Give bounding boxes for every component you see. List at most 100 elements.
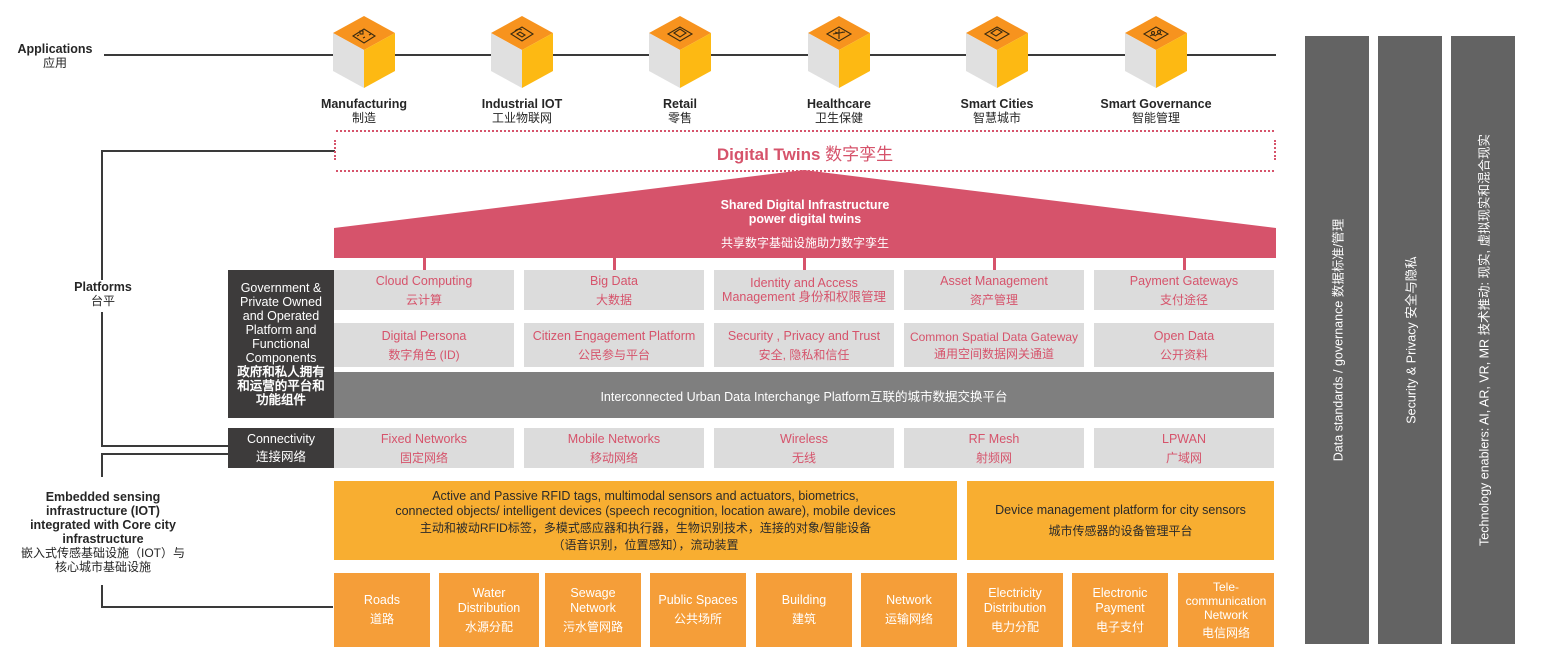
side-bar-security-privacy: Security & Privacy 安全与隐私	[1378, 36, 1442, 644]
connectivity-lpwan: LPWAN 广域网	[1094, 428, 1274, 468]
infra-zh: 公共场所	[673, 612, 722, 626]
people-icon	[1125, 16, 1187, 88]
gov-zh-1: 政府和私人拥有	[237, 365, 325, 379]
cell-en: Digital Persona	[381, 328, 467, 343]
infra-zh: 电力分配	[990, 619, 1039, 634]
infra-en: Building	[781, 593, 827, 607]
digital-twins-zh: 数字孪生	[825, 145, 894, 164]
infra-zh: 电子支付	[1095, 619, 1144, 634]
layer-label-platforms: Platforms 台平	[58, 280, 148, 308]
application-name: Industrial IOT	[481, 97, 563, 111]
infra-water-distribution: Water Distribution 水源分配	[439, 573, 539, 647]
cell-en: Citizen Engagement Platform	[532, 328, 696, 343]
infra-zh: 建筑	[791, 612, 816, 626]
cell-zh: 云计算	[405, 292, 442, 307]
application-name: Retail	[662, 97, 698, 111]
cell-zh: 无线	[791, 450, 816, 465]
cell-zh: 射频网	[975, 450, 1012, 465]
sensors-line-1: Active and Passive RFID tags, multimodal…	[432, 488, 859, 503]
gov-en-1: Government &	[240, 281, 322, 295]
gov-en-4: Platform and	[245, 323, 317, 337]
cell-en: Wireless	[780, 431, 828, 446]
cell-en: LPWAN	[1162, 431, 1206, 446]
cell-zh: 数字角色 (ID)	[388, 347, 460, 362]
cell-en: Fixed Networks	[380, 431, 468, 446]
platform-digital-persona: Digital Persona 数字角色 (ID)	[334, 323, 514, 367]
device-mgmt-en: Device management platform for city sens…	[995, 502, 1246, 517]
infra-en: Water Distribution	[457, 585, 521, 615]
infra-zh: 运输网络	[884, 612, 933, 626]
device-management-box: Device management platform for city sens…	[967, 481, 1274, 560]
factory-icon	[333, 16, 395, 88]
cell-en: Big Data	[590, 273, 638, 288]
infra-building: Building 建筑	[756, 573, 852, 647]
layer-label-embedded: Embedded sensing infrastructure (IOT) in…	[10, 490, 196, 574]
gov-zh-3: 功能组件	[255, 393, 306, 407]
side-bar-data-standards: Data standards / governance 数据标准/管理	[1305, 36, 1369, 644]
infra-en: Electricity Distribution	[983, 585, 1047, 615]
application-name-zh: 智慧城市	[972, 111, 1021, 125]
infra-electronic-payment: Electronic Payment 电子支付	[1072, 573, 1168, 647]
infra-en: Network	[886, 593, 932, 607]
side-bar-text: Security & Privacy 安全与隐私	[1404, 256, 1419, 424]
city-building-icon	[966, 16, 1028, 88]
cell-en: Cloud Computing	[375, 273, 473, 288]
cell-en: Mobile Networks	[567, 431, 661, 446]
cell-zh: 固定网络	[399, 450, 448, 465]
cell-zh: 大数据	[595, 292, 632, 307]
gov-en-5: Functional	[252, 337, 310, 351]
roof-pillar-2	[613, 256, 616, 270]
side-bar-text: Technology enablers: AI, AR, VR, MR 技术推动…	[1477, 134, 1492, 546]
gov-en-3: and Operated	[242, 309, 320, 323]
digital-twins-title: Digital Twins 数字孪生	[336, 140, 1274, 165]
applications-label-zh: 应用	[42, 56, 67, 70]
platforms-label-en: Platforms	[74, 280, 132, 294]
cell-en: Payment Gateways	[1129, 273, 1239, 288]
gov-en-6: Components	[245, 351, 317, 365]
embedded-bracket-top-arm	[101, 453, 229, 455]
embedded-label-zh-1: 嵌入式传感基础设施（IOT）与	[21, 546, 185, 560]
infra-zh: 电信网络	[1201, 626, 1250, 640]
roof-shape	[334, 170, 1276, 258]
platforms-bracket-bottom-arm	[101, 445, 229, 447]
embedded-label-zh-2: 核心城市基础设施	[54, 560, 151, 574]
embedded-label-en-4: infrastructure	[62, 532, 144, 546]
urban-data-interchange-platform: Interconnected Urban Data Interchange Pl…	[334, 372, 1274, 418]
sensors-devices-box: Active and Passive RFID tags, multimodal…	[334, 481, 957, 560]
infra-en: Tele-communication Network	[1185, 580, 1267, 622]
infra-en: Electronic Payment	[1092, 585, 1148, 615]
infra-zh: 水源分配	[464, 619, 513, 634]
roof-pillar-5	[1183, 256, 1186, 270]
roof-pillar-4	[993, 256, 996, 270]
side-bar-technology-enablers: Technology enablers: AI, AR, VR, MR 技术推动…	[1451, 36, 1515, 644]
connectivity-label-zh: 连接网络	[255, 450, 306, 464]
infra-zh: 污水管网路	[562, 619, 623, 634]
cell-zh: 广域网	[1165, 450, 1202, 465]
device-mgmt-zh: 城市传感器的设备管理平台	[1048, 523, 1193, 538]
cell-en: Identity and Access	[750, 276, 858, 290]
platform-big-data: Big Data 大数据	[524, 270, 704, 310]
digital-twins-box: Digital Twins 数字孪生	[334, 130, 1276, 172]
infra-en: Roads	[363, 593, 401, 607]
wireless-device-icon	[491, 16, 553, 88]
infra-en: Sewage Network	[570, 585, 616, 615]
cell-zh: 公开资料	[1159, 347, 1208, 362]
embedded-label-en-3: integrated with Core city	[30, 518, 176, 532]
shared-infrastructure-roof	[334, 170, 1276, 258]
shared-infra-line2: power digital twins	[748, 212, 862, 226]
cell-zh: 资产管理	[969, 292, 1018, 307]
application-name: Smart Governance	[1100, 97, 1212, 111]
side-bar-text: Data standards / governance 数据标准/管理	[1331, 218, 1346, 462]
digital-twins-en: Digital Twins	[716, 145, 821, 164]
